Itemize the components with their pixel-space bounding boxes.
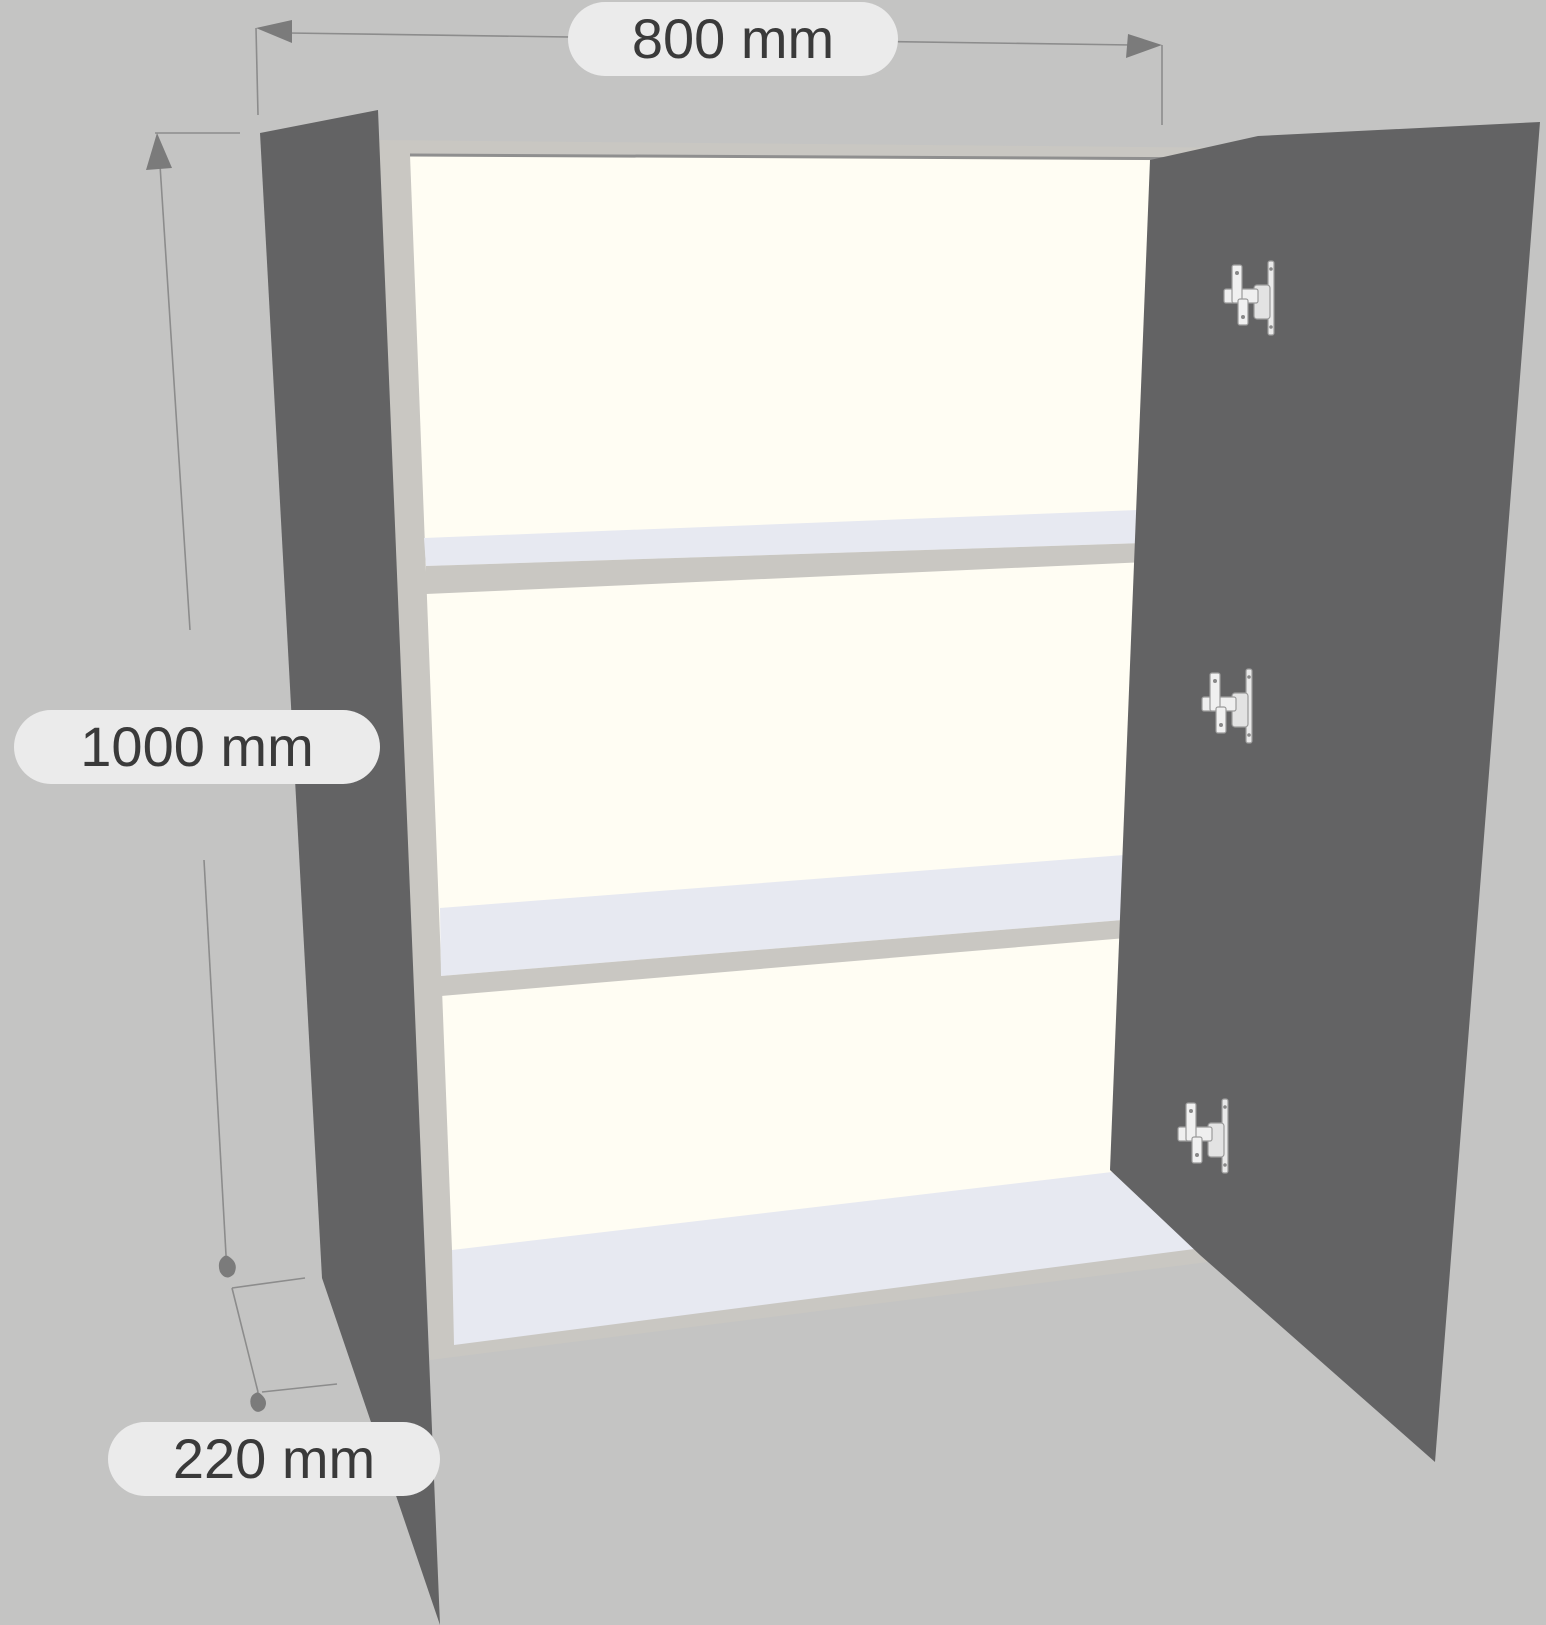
height-dimension: 1000 mm (14, 132, 380, 1289)
cabinet-back-panel (410, 155, 1152, 1255)
cabinet-top-edge (409, 153, 1259, 161)
width-label: 800 mm (632, 7, 834, 70)
cabinet-bottom-panel (452, 1172, 1202, 1345)
width-dimension: 800 mm (255, 2, 1163, 125)
depth-dimension: 220 mm (108, 1287, 440, 1496)
left-door (260, 110, 440, 1625)
height-label: 1000 mm (80, 715, 313, 778)
depth-label: 220 mm (173, 1427, 375, 1490)
shelf-middle (440, 855, 1220, 996)
shelf-upper (424, 510, 1238, 594)
